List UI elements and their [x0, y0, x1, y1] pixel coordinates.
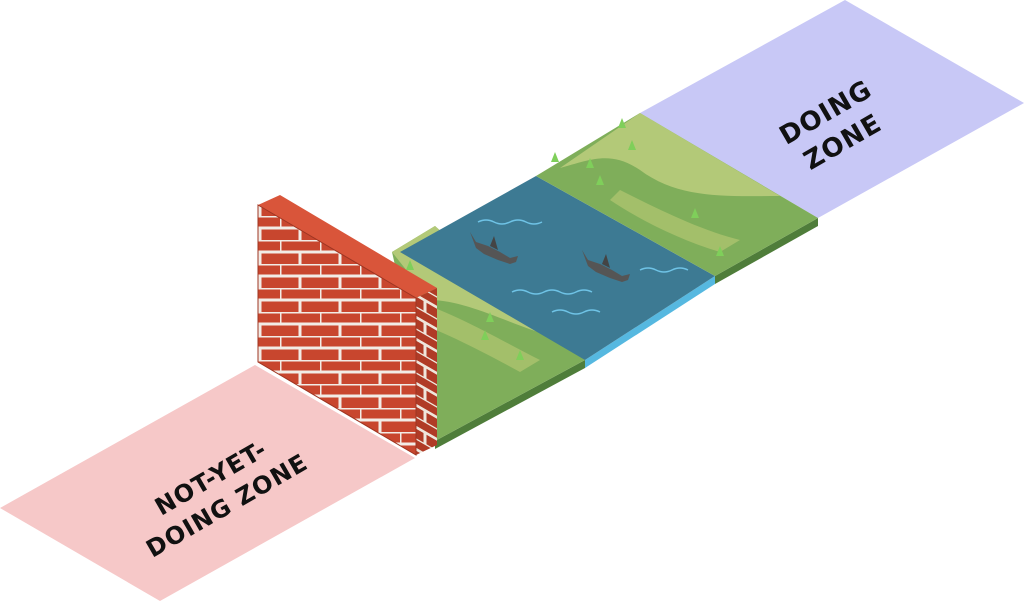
- shark-icon: [582, 250, 630, 282]
- brick-wall-icon: [257, 195, 437, 456]
- doing-zone: [640, 0, 1024, 218]
- tree-icon: [406, 118, 724, 360]
- grass-tile-2: [536, 113, 818, 284]
- shark-icon: [470, 232, 518, 264]
- not-yet-doing-zone: [0, 365, 415, 601]
